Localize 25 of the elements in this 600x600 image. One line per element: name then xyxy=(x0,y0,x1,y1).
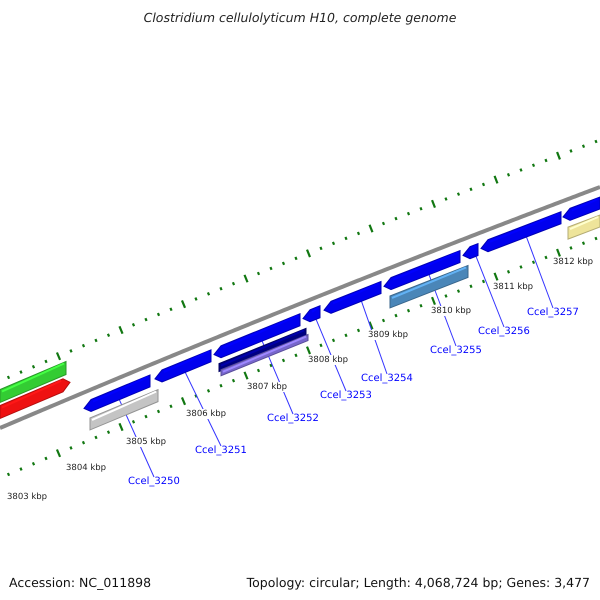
accession-text: Accession: NC_011898 xyxy=(9,575,152,590)
gene-label: Ccel_3251 xyxy=(195,445,247,457)
gene-feature xyxy=(480,211,562,252)
gene-feature xyxy=(323,280,382,314)
gene-label: Ccel_3252 xyxy=(267,413,319,425)
leader-line xyxy=(184,372,222,446)
leader-line xyxy=(526,236,554,308)
gene-label: Ccel_3257 xyxy=(527,307,579,319)
position-label: 3806 kbp xyxy=(186,409,226,419)
position-label: 3807 kbp xyxy=(247,382,288,392)
gene-label: Ccel_3255 xyxy=(430,345,482,357)
gene-label: Ccel_3253 xyxy=(320,390,372,402)
position-label: 3803 kbp xyxy=(7,492,48,502)
genome-summary-text: Topology: circular; Length: 4,068,724 bp; Genes: 3,477 xyxy=(246,575,590,590)
gene-label: Ccel_3254 xyxy=(361,373,413,385)
gene-label: Ccel_3250 xyxy=(128,476,180,488)
genome-title: Clostridium cellulolyticum H10, complete genome xyxy=(142,10,458,25)
position-label: 3804 kbp xyxy=(66,463,106,473)
gene-label: Ccel_3256 xyxy=(478,326,530,338)
gene-feature xyxy=(154,349,212,383)
position-label: 3811 kbp xyxy=(493,282,534,292)
gene-feature xyxy=(302,305,320,322)
gene-feature xyxy=(462,242,478,260)
leader-line xyxy=(476,256,504,328)
leader-line xyxy=(360,300,388,374)
